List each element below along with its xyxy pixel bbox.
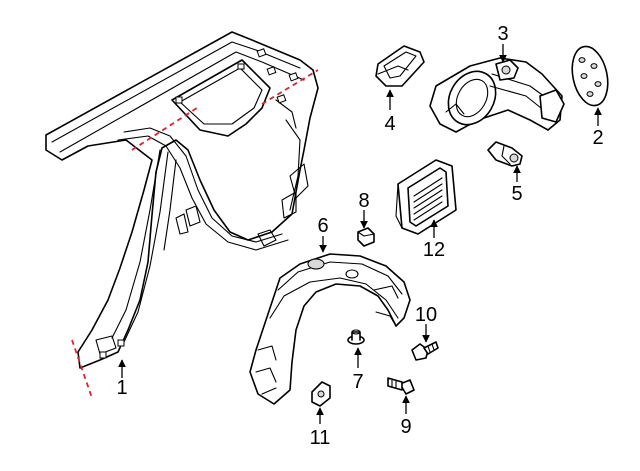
callout-12: 12 <box>423 239 445 261</box>
clip-8[interactable] <box>357 227 375 247</box>
bolt-10[interactable] <box>411 341 439 361</box>
cut-line-top-left <box>131 105 201 151</box>
fuel-door[interactable] <box>567 43 613 109</box>
callout-7: 7 <box>352 371 363 393</box>
callout-1: 1 <box>116 377 127 399</box>
callout-10: 10 <box>415 304 437 326</box>
callout-labels: 1 2 3 4 5 6 7 8 9 10 11 12 <box>116 23 603 449</box>
bolt-9[interactable] <box>387 377 415 395</box>
cut-line-bottom <box>71 339 93 399</box>
callout-6: 6 <box>317 215 328 237</box>
cut-line-top-right <box>261 69 319 105</box>
callout-8: 8 <box>358 190 369 212</box>
fuel-filler-housing[interactable] <box>429 57 565 133</box>
quarter-panel[interactable] <box>45 31 319 369</box>
callout-2: 2 <box>592 127 603 149</box>
push-pin[interactable] <box>347 329 365 345</box>
wheel-liner[interactable] <box>249 253 411 405</box>
clip-11[interactable] <box>311 381 331 407</box>
callout-11: 11 <box>310 427 331 449</box>
callout-3: 3 <box>497 23 508 45</box>
leader-lines <box>118 44 602 424</box>
callout-5: 5 <box>511 183 522 205</box>
cut-lines <box>71 69 319 399</box>
callout-4: 4 <box>384 113 395 135</box>
callout-9: 9 <box>400 416 411 438</box>
air-vent[interactable] <box>395 159 457 235</box>
grommet[interactable] <box>375 45 425 87</box>
door-actuator[interactable] <box>487 141 523 167</box>
